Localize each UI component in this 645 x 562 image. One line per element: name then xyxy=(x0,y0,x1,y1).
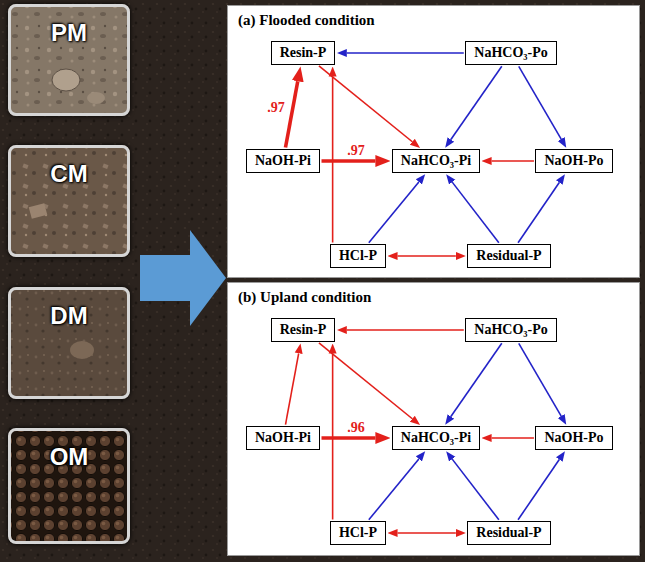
fraction-name: HCl-P xyxy=(339,248,377,264)
path-arrow xyxy=(322,436,376,440)
fraction-name: NaOH-Po xyxy=(544,430,603,446)
path-arrow xyxy=(332,77,334,243)
fraction-name: Resin-P xyxy=(280,45,327,61)
path-arrow xyxy=(492,160,534,162)
fraction-name: Residual-P xyxy=(476,248,541,264)
path-arrow xyxy=(398,255,456,257)
panel-heading: (b) Upland condition xyxy=(238,289,371,306)
path-arrow xyxy=(285,81,297,147)
path-arrow xyxy=(369,459,419,520)
phosphorus-fraction-box: NaOH-Pi xyxy=(246,426,320,450)
path-arrow xyxy=(369,182,419,243)
phosphorus-fraction-box: Resin-P xyxy=(271,318,336,342)
fraction-name: NaHCO₃-Po xyxy=(474,322,547,338)
path-arrow xyxy=(451,343,502,416)
phosphorus-fraction-box: NaHCO₃-Pi xyxy=(392,149,480,173)
sample-label: OM xyxy=(11,431,127,471)
path-arrow xyxy=(452,182,499,243)
fraction-name: NaHCO₃-Po xyxy=(474,45,547,61)
sample-photo xyxy=(8,145,130,257)
phosphorus-fraction-box: Resin-P xyxy=(271,41,336,65)
path-arrow xyxy=(451,66,502,139)
path-arrow xyxy=(398,532,456,534)
pebble xyxy=(52,69,80,91)
sample-label: PM xyxy=(11,7,127,47)
phosphorus-fraction-box: NaHCO₃-Po xyxy=(465,41,556,65)
phosphorus-fraction-box: NaHCO₃-Pi xyxy=(392,426,480,450)
path-coefficient: .96 xyxy=(345,420,367,435)
path-arrow xyxy=(452,459,499,520)
sample-photo-frame: DM xyxy=(8,287,130,399)
path-arrow xyxy=(518,182,559,242)
phosphorus-fraction-box: NaHCO₃-Po xyxy=(465,318,556,342)
soil-clod xyxy=(29,203,48,219)
path-diagram-panel: (b) Upland conditionResin-P NaHCO₃-PoNaOH… xyxy=(227,282,640,556)
sample-label: DM xyxy=(11,290,127,330)
path-arrow xyxy=(519,66,561,139)
pebble xyxy=(87,92,105,104)
phosphorus-fraction-box: HCl-P xyxy=(330,244,386,268)
path-arrow xyxy=(519,343,561,416)
phosphorus-fraction-box: NaOH-Po xyxy=(535,149,612,173)
path-arrow xyxy=(285,353,298,424)
path-arrow xyxy=(322,159,376,163)
sample-photo-frame: CM xyxy=(8,145,130,257)
sample-photo-frame: PM xyxy=(8,4,130,116)
sample-label: CM xyxy=(11,148,127,188)
path-arrow xyxy=(332,354,334,520)
phosphorus-fraction-box: Residual-P xyxy=(467,244,550,268)
panel-heading: (a) Flooded condition xyxy=(238,12,375,29)
phosphorus-fraction-box: NaOH-Po xyxy=(535,426,612,450)
flow-arrow xyxy=(140,230,226,326)
sample-photo xyxy=(8,428,130,544)
fraction-name: NaHCO₃-Pi xyxy=(401,430,471,446)
sample-photo xyxy=(8,4,130,116)
fraction-name: Resin-P xyxy=(280,322,327,338)
fraction-name: Residual-P xyxy=(476,525,541,541)
path-arrow xyxy=(518,459,559,519)
fraction-name: NaOH-Pi xyxy=(255,153,311,169)
path-diagram-panel: (a) Flooded conditionResin-P NaHCO₃-PoNaO… xyxy=(227,5,640,278)
fraction-name: NaOH-Pi xyxy=(255,430,311,446)
fraction-name: HCl-P xyxy=(339,525,377,541)
fraction-name: NaHCO₃-Pi xyxy=(401,153,471,169)
path-arrow xyxy=(347,52,464,54)
soil-clod xyxy=(70,341,94,359)
path-arrow xyxy=(319,343,412,419)
path-arrow xyxy=(347,329,464,331)
path-arrow xyxy=(492,437,534,439)
sample-photo-frame: OM xyxy=(8,428,130,544)
path-arrow xyxy=(319,66,412,142)
sample-photo xyxy=(8,287,130,399)
phosphorus-fraction-box: Residual-P xyxy=(467,521,550,545)
phosphorus-fraction-box: NaOH-Pi xyxy=(246,149,320,173)
fraction-name: NaOH-Po xyxy=(544,153,603,169)
phosphorus-fraction-box: HCl-P xyxy=(330,521,386,545)
path-coefficient: .97 xyxy=(265,100,287,115)
path-coefficient: .97 xyxy=(345,143,367,158)
